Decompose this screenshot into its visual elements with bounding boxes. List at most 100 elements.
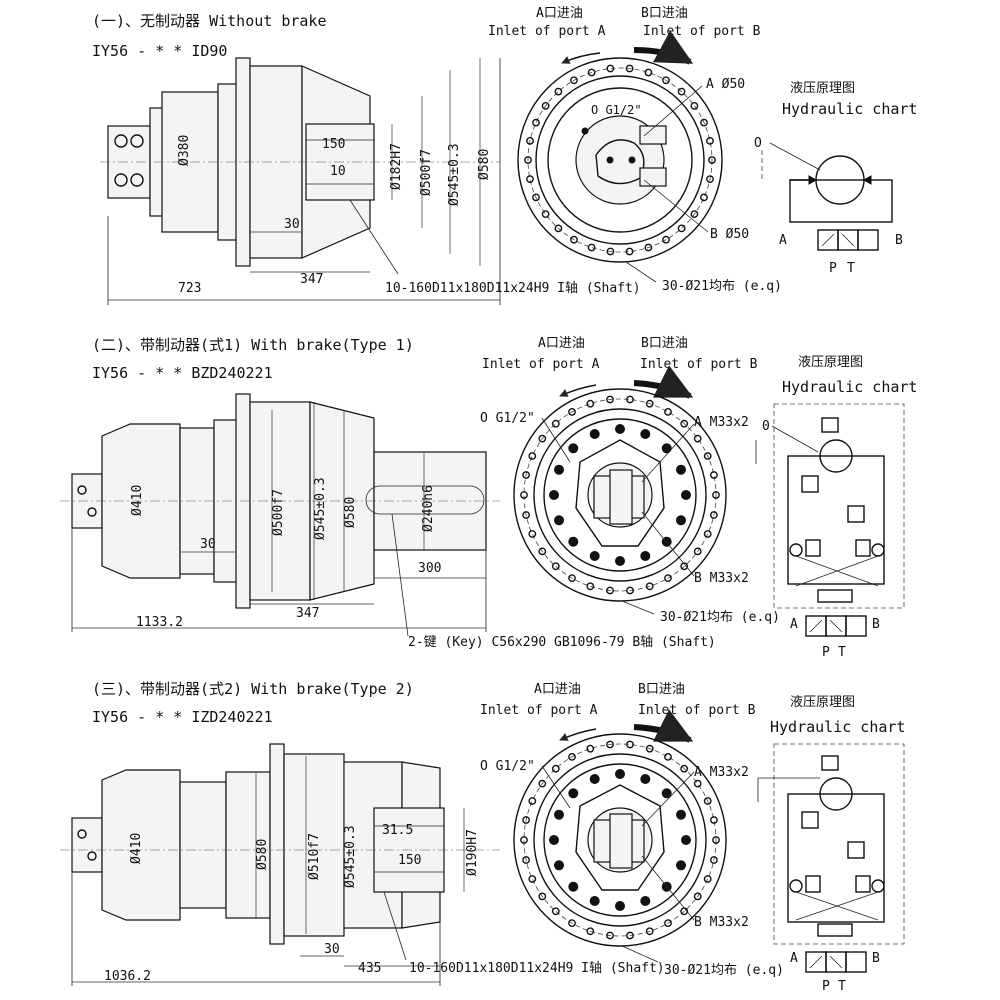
bolt-head <box>661 788 672 799</box>
mounting-hole <box>680 764 689 773</box>
mounting-hole <box>586 927 595 936</box>
bolt-head <box>589 774 600 784</box>
inlet-a-en: Inlet of port A <box>482 357 600 372</box>
mounting-hole <box>528 875 537 883</box>
bolt-head <box>676 515 686 526</box>
rotation-arrow-b <box>633 30 694 65</box>
dim-shaft-len: 300 <box>418 561 441 576</box>
mounting-hole <box>606 586 614 595</box>
mounting-hole <box>703 530 712 538</box>
bolt-head <box>615 901 625 911</box>
mounting-hole <box>690 210 699 219</box>
brake-housing <box>101 769 181 921</box>
mounting-hole <box>677 87 686 96</box>
side-view: Ø380 150 10 Ø182H7 Ø500f7 Ø545±0.3 Ø580 … <box>100 57 641 305</box>
hyd-title-en: Hydraulic chart <box>782 100 917 118</box>
inlet-a-cn: A口进油 <box>536 6 583 21</box>
mounting-hole <box>625 64 634 73</box>
mounting-hole <box>664 574 672 582</box>
hyd-port-a: A <box>790 951 798 966</box>
mounting-hole <box>541 102 550 110</box>
mounting-hole <box>538 892 547 901</box>
mounting-hole <box>626 740 634 749</box>
bolt-head <box>568 788 579 799</box>
dim-bore-small: Ø182H7 <box>389 143 404 190</box>
mounting-hole <box>528 530 537 538</box>
mounting-hole <box>680 419 689 428</box>
dim-spline-depth: 150 <box>322 137 345 152</box>
mounting-hole <box>693 892 702 901</box>
dim-flange-gap: 30 <box>284 217 300 232</box>
hyd-port-o: O <box>754 136 762 151</box>
mounting-hole <box>522 816 530 824</box>
shaft-note: 10-160D11x180D11x24H9 I轴 (Shaft) <box>409 961 665 976</box>
mounting-hole <box>570 235 578 244</box>
mounting-hole <box>693 547 702 556</box>
outer-flange <box>517 57 723 263</box>
port-o: O G1/2" <box>591 103 642 117</box>
mounting-hole <box>693 779 702 788</box>
bolt-head <box>676 464 686 475</box>
mounting-hole <box>522 471 530 479</box>
dim-spline-offset: 10 <box>330 164 346 179</box>
dim-pcd: Ø545±0.3 <box>313 477 328 540</box>
dim-bore-big: Ø500f7 <box>419 149 434 196</box>
port-a: A Ø50 <box>706 77 745 92</box>
mounting-hole <box>664 919 672 927</box>
mounting-hole <box>526 175 534 184</box>
bolt-head <box>554 809 564 820</box>
mounting-hole <box>662 76 670 85</box>
bolt-head <box>589 896 600 906</box>
bolt-head <box>661 443 672 454</box>
bolt-head <box>615 556 625 566</box>
hyd-port-p: P <box>829 261 837 276</box>
hyd-port-t: T <box>838 645 846 660</box>
mounting-hole <box>520 491 528 499</box>
hyd-port-p: P <box>822 979 830 994</box>
rotation-arrow-b <box>633 709 694 743</box>
dim-body-len: 435 <box>358 961 381 976</box>
port-a: A M33x2 <box>694 765 749 780</box>
mounting-hole <box>606 64 615 73</box>
model-code: IY56 - * * ID90 <box>92 42 227 60</box>
mounting-hole <box>677 224 686 233</box>
inlet-b-cn: B口进油 <box>638 682 685 697</box>
mounting-hole <box>551 562 560 571</box>
hyd-port-t: T <box>838 979 846 994</box>
mounting-hole <box>703 875 712 883</box>
hyd-port-a: A <box>779 233 787 248</box>
port-o: O G1/2" <box>480 411 535 426</box>
port-o: O G1/2" <box>480 759 535 774</box>
mounting-hole <box>586 399 595 408</box>
side-view: Ø410 Ø500f7 Ø545±0.3 Ø580 Ø240h6 30 300 … <box>60 393 716 650</box>
bolt-head <box>681 835 691 845</box>
mounting-hole <box>568 407 576 416</box>
bolt-head <box>568 881 579 892</box>
mounting-hole <box>700 193 708 202</box>
section-title: (一)、无制动器 Without brake <box>92 12 327 30</box>
mounting-hole <box>554 224 563 233</box>
hydraulic-chart: 液压原理图 Hydraulic chart O A B P T <box>754 81 917 276</box>
bolt-head <box>549 490 559 500</box>
mounting-hole <box>664 407 672 416</box>
mounting-hole <box>538 434 547 443</box>
mounting-hole <box>645 582 654 591</box>
mounting-hole <box>522 856 530 864</box>
hole-pattern: 30-Ø21均布 (e.q) <box>660 610 780 625</box>
mounting-hole <box>644 243 653 252</box>
model-code: IY56 - * * IZD240221 <box>92 708 273 726</box>
dim-outer: Ø580 <box>477 149 492 180</box>
bolt-head <box>640 551 651 561</box>
bolt-head <box>640 429 651 439</box>
hyd-title-en: Hydraulic chart <box>782 378 917 396</box>
port-a: A M33x2 <box>694 415 749 430</box>
dim-body-dia: Ø410 <box>130 485 145 516</box>
hyd-title-cn: 液压原理图 <box>790 695 855 710</box>
mounting-hole <box>568 574 576 582</box>
bolt-head <box>676 809 686 820</box>
mounting-hole <box>708 156 716 164</box>
dim-body-dia: Ø380 <box>177 135 192 166</box>
mounting-hole <box>538 547 547 556</box>
mounting-hole <box>568 919 576 927</box>
outer-flange <box>513 388 727 602</box>
